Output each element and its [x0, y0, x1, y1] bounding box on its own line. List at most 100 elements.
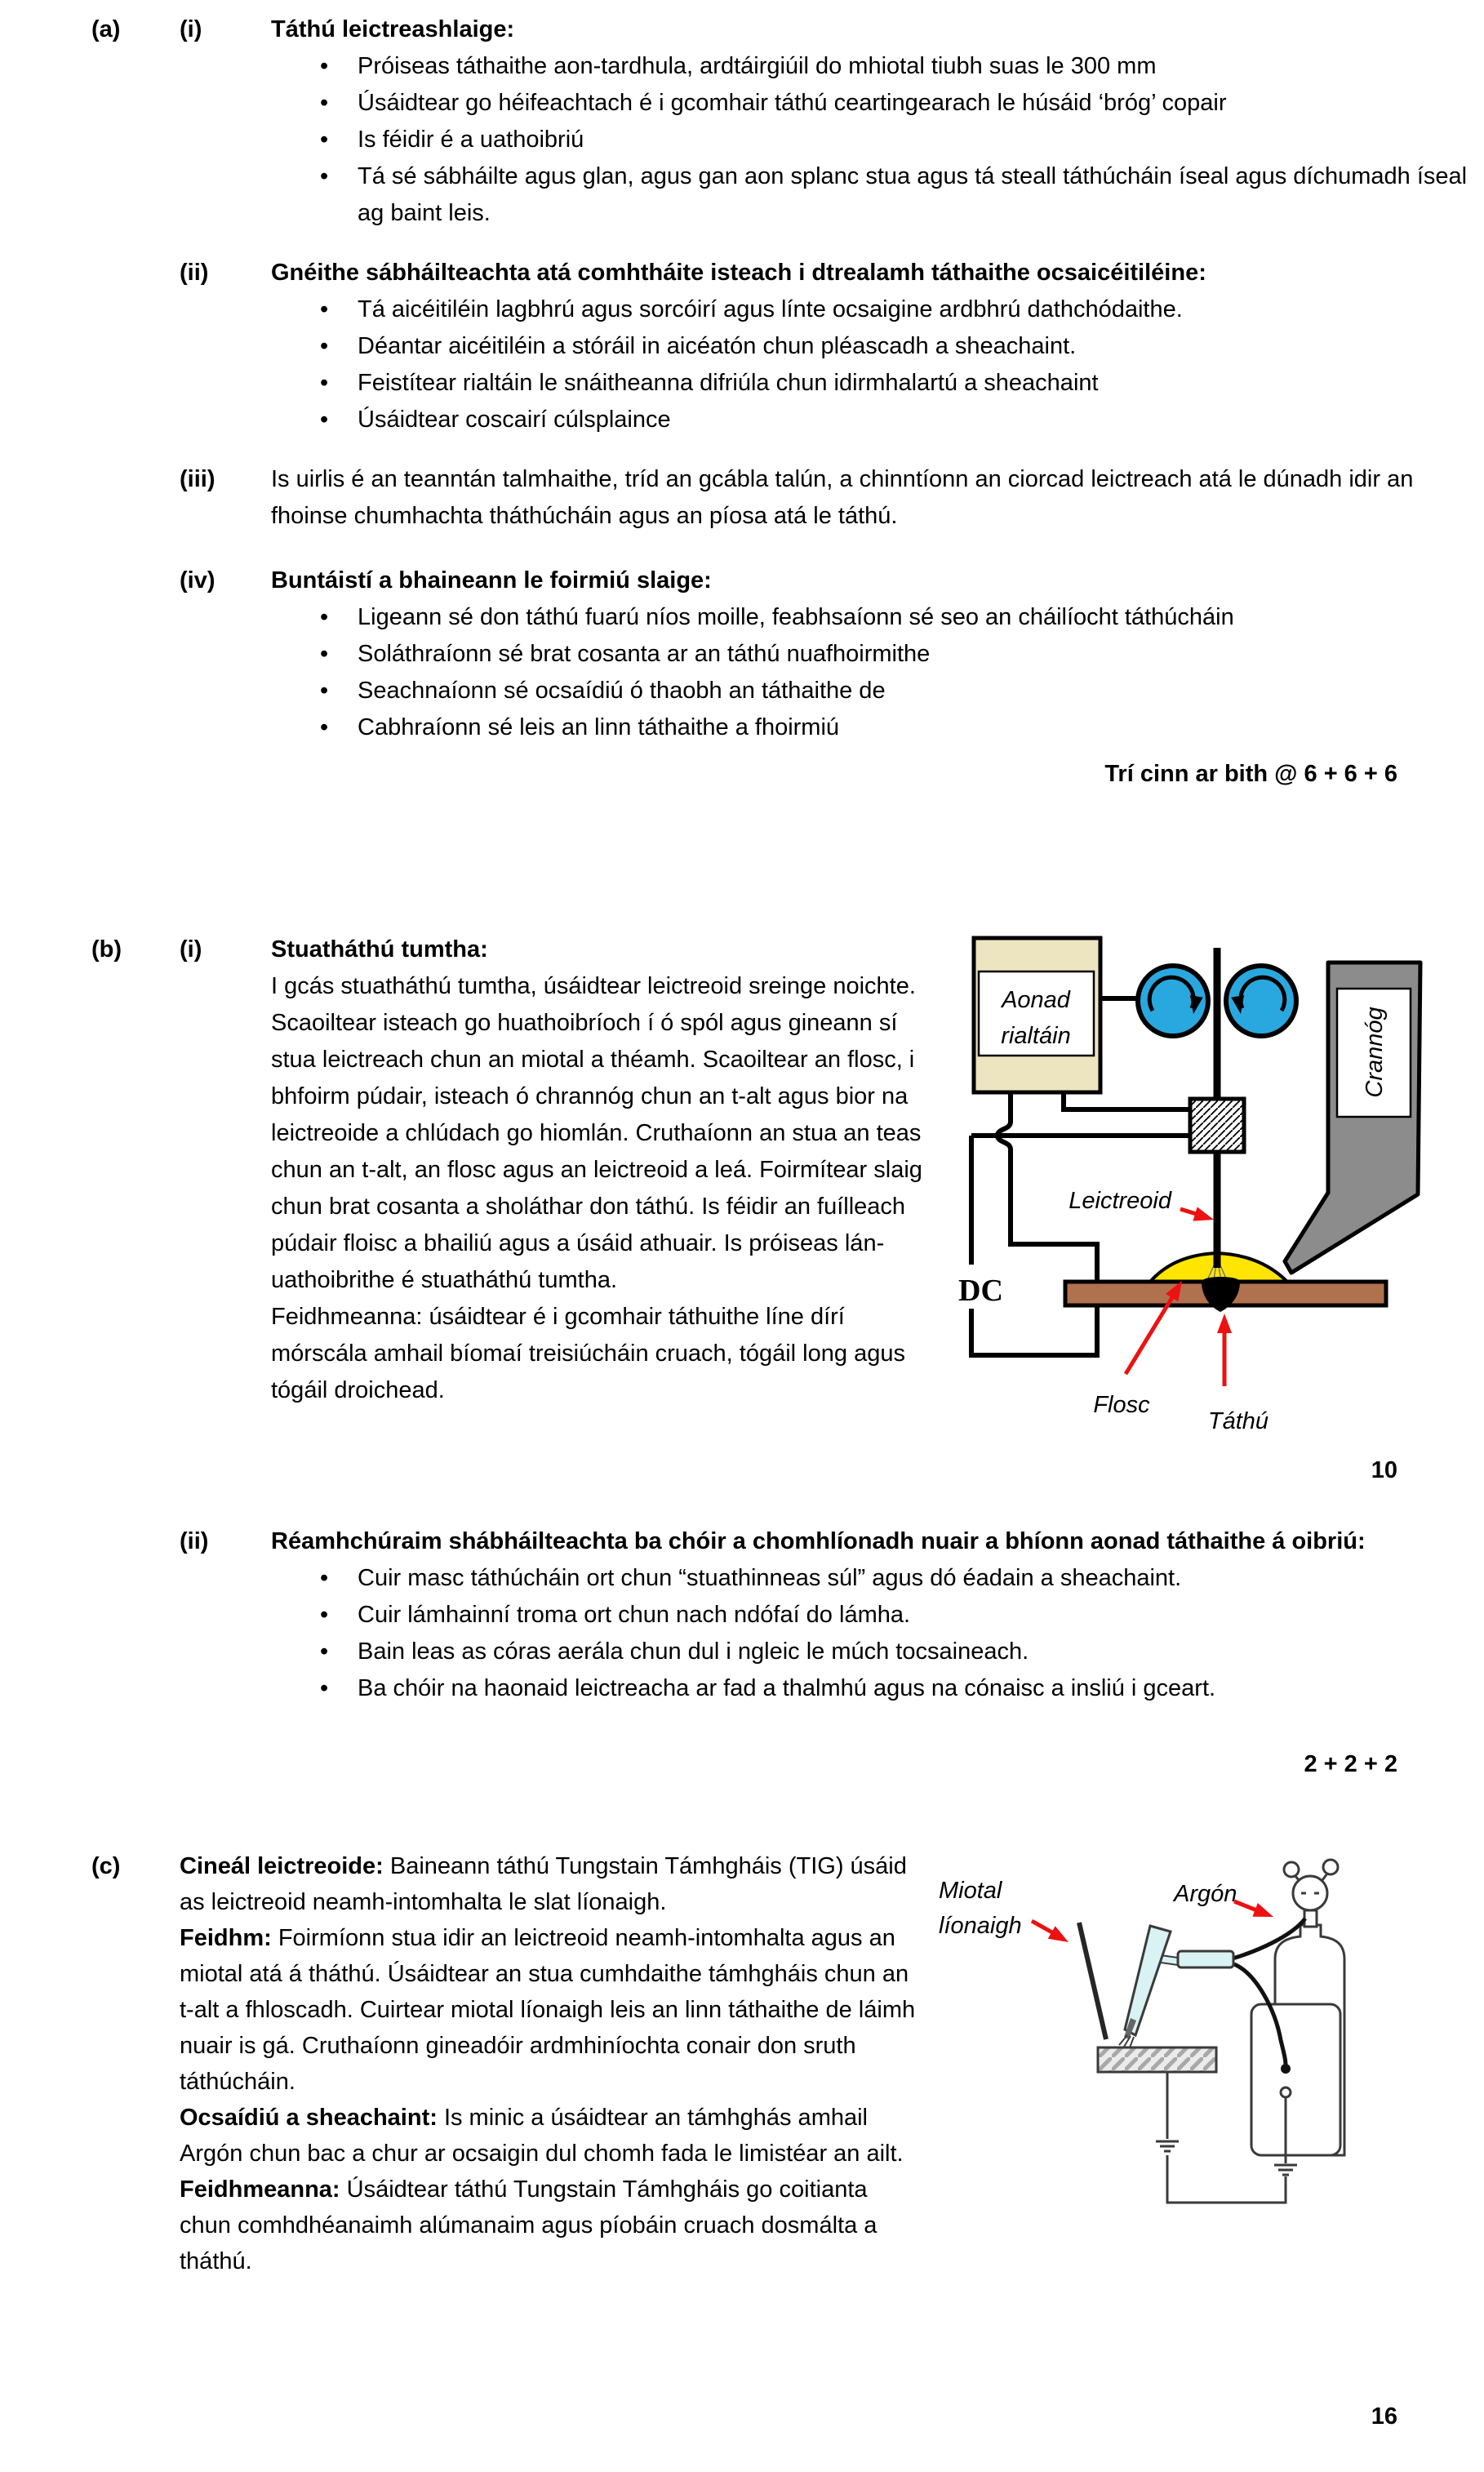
item-label-c: (c) — [91, 1853, 121, 1879]
section-a-ii: (ii) Gnéithe sábháilteachta atá comhthái… — [0, 255, 1484, 438]
list-item: Cuir masc táthúcháin ort chun “stuathinn… — [271, 1560, 1484, 1597]
heading-b-i: Stuatháthú tumtha: — [271, 936, 488, 963]
section-a-iii: (iii) Is uirlis é an teanntán talmhaithe… — [0, 461, 1484, 535]
marks-section-b-ii: 2 + 2 + 2 — [1304, 1751, 1398, 1777]
lead-oxidation: Ocsaídiú a sheachaint: — [180, 2105, 438, 2131]
section-c: (c) — [0, 1848, 1484, 2330]
list-item: Seachnaíonn sé ocsaídiú ó thaobh an táth… — [271, 673, 1484, 709]
paragraph-a-iii: Is uirlis é an teanntán talmhaithe, tríd… — [271, 466, 1414, 529]
heading-a-ii: Gnéithe sábháilteachta atá comhtháite is… — [271, 260, 1206, 286]
list-item: Tá aicéitiléin lagbhrú agus sorcóirí agu… — [271, 291, 1484, 328]
panel-terminal — [1279, 2086, 1292, 2099]
bullet-text: Seachnaíonn sé ocsaídiú ó thaobh an táth… — [358, 678, 886, 704]
bullet-text: Cabhraíonn sé leis an linn táthaithe a f… — [358, 714, 840, 740]
label-electrode: Leictreoid — [1069, 1188, 1172, 1214]
subitem-label-b-i: (i) — [180, 936, 202, 963]
subitem-label-iii: (iii) — [180, 466, 215, 492]
marks-section-a: Trí cinn ar bith @ 6 + 6 + 6 — [1104, 761, 1397, 787]
bullet-list: Ligeann sé don táthú fuarú níos moille, … — [271, 599, 1484, 746]
dc-circuit — [969, 996, 1192, 1358]
hopper-label-box — [1335, 987, 1412, 1118]
lead-function: Feidhm: — [180, 1925, 272, 1951]
list-item: Próiseas táthaithe aon-tardhula, ardtáir… — [271, 48, 1484, 85]
subitem-label-i: (i) — [180, 16, 202, 42]
label-filler-metal-line1: Miotal — [939, 1878, 1003, 1904]
list-item: Úsáidtear coscairí cúlsplaince — [271, 402, 1484, 438]
bullet-text: Soláthraíonn sé brat cosanta ar an táthú… — [358, 641, 931, 667]
list-item: Bain leas as córas aerála chun dul i ngl… — [271, 1634, 1484, 1670]
heading-a-iv: Buntáistí a bhaineann le foirmiú slaige: — [271, 567, 712, 594]
text-function: Foirmíonn stua idir an leictreoid neamh-… — [180, 1925, 916, 2095]
bullet-text: Feistítear rialtáin le snáitheanna difri… — [358, 370, 1099, 396]
list-item: Feistítear rialtáin le snáitheanna difri… — [271, 365, 1484, 402]
cable-end-dot — [1281, 2064, 1291, 2074]
torch — [1118, 1924, 1235, 2048]
item-label-a: (a) — [91, 16, 121, 42]
paragraph-c-function: Feidhm: Foirmíonn stua idir an leictreoi… — [180, 1920, 1484, 2100]
wire-feed-rollers — [1135, 963, 1299, 1038]
flux-arrow — [1123, 1281, 1182, 1376]
list-item: Ba chóir na haonaid leictreacha ar fad a… — [271, 1670, 1484, 1707]
weld-bead — [1202, 1277, 1240, 1312]
subitem-label-ii: (ii) — [180, 260, 209, 286]
label-weld: Táthú — [1208, 1408, 1269, 1434]
power-panel — [1250, 2003, 1342, 2157]
marks-section-b-i: 10 — [1371, 1457, 1397, 1483]
bullet-text: Is féidir é a uathoibriú — [358, 127, 584, 153]
bullet-text: Úsáidtear go héifeachtach é i gcomhair t… — [358, 90, 1227, 116]
paragraph-b-i-functions: Feidhmeanna: úsáidtear é i gcomhair táth… — [271, 1304, 905, 1403]
bullet-text: Úsáidtear coscairí cúlsplaince — [358, 407, 671, 433]
list-item: Tá sé sábháilte agus glan, agus gan aon … — [271, 158, 1484, 232]
bullet-text: Tá sé sábháilte agus glan, agus gan aon … — [358, 163, 1468, 226]
bullet-text: Déantar aicéitiléin a stóráil in aicéató… — [358, 333, 1077, 359]
label-control-unit-line1: Aonad — [1000, 987, 1071, 1013]
pressure-regulator — [1282, 1858, 1340, 1928]
section-a-iv: (iv) Buntáistí a bhaineann le foirmiú sl… — [0, 562, 1484, 746]
list-item: Is féidir é a uathoibriú — [271, 122, 1484, 158]
workpiece-plate — [1096, 2046, 1218, 2074]
control-unit-box: Aonad rialtáin — [971, 936, 1103, 1095]
bullet-text: Bain leas as córas aerála chun dul i ngl… — [358, 1638, 1029, 1665]
heading-b-ii: Réamhchúraim shábháilteachta ba chóir a … — [271, 1528, 1366, 1554]
text-oxidation: Is minic a úsáidtear an támhghás amhail … — [180, 2105, 904, 2167]
submerged-arc-svg: Crannóg — [958, 936, 1423, 1434]
list-item: Úsáidtear go héifeachtach é i gcomhair t… — [271, 85, 1484, 122]
label-control-unit-line2: rialtáin — [1001, 1023, 1070, 1049]
bullet-list: Cuir masc táthúcháin ort chun “stuathinn… — [271, 1560, 1484, 1707]
list-item: Ligeann sé don táthú fuarú níos moille, … — [271, 599, 1484, 636]
marks-total-section-c: 16 — [1371, 2403, 1397, 2430]
bullet-text: Ligeann sé don táthú fuarú níos moille, … — [358, 604, 1234, 630]
heading-a-i: Táthú leictreashlaige: — [271, 16, 515, 42]
list-item: Cabhraíonn sé leis an linn táthaithe a f… — [271, 709, 1484, 746]
bullet-text: Cuir lámhainní troma ort chun nach ndófa… — [358, 1602, 911, 1628]
text-applications: Úsáidtear táthú Tungstain Támhgháis go c… — [180, 2176, 878, 2274]
filler-metal-arrow — [1030, 1918, 1069, 1942]
paragraph-c-oxidation: Ocsaídiú a sheachaint: Is minic a úsáidt… — [180, 2100, 1484, 2172]
lead-electrode-type: Cineál leictreoide: — [180, 1853, 384, 1879]
lead-applications: Feidhmeanna: — [180, 2176, 340, 2203]
list-item: Cuir lámhainní troma ort chun nach ndófa… — [271, 1597, 1484, 1634]
paragraph-b-i: I gcás stuatháthú tumtha, úsáidtear leic… — [271, 973, 922, 1293]
diagram-tig-welding: Miotal líonaigh Argón — [929, 1848, 1484, 2330]
item-label-b: (b) — [91, 936, 122, 963]
text-electrode-type: Baineann táthú Tungstain Támhgháis (TIG)… — [180, 1853, 907, 1915]
gas-hose — [1232, 1917, 1307, 1961]
label-filler-metal-line2: líonaigh — [939, 1913, 1022, 1939]
paragraph-c-electrode-type: Cineál leictreoide: Baineann táthú Tungs… — [180, 1848, 1484, 1920]
list-item: Soláthraíonn sé brat cosanta ar an táthú… — [271, 636, 1484, 673]
bullet-list: Próiseas táthaithe aon-tardhula, ardtáir… — [271, 48, 1484, 232]
section-a: (a) (i) Táthú leictreashlaige: Próiseas … — [0, 11, 1484, 793]
argon-arrow — [1233, 1899, 1273, 1917]
earth-circuit — [1156, 2072, 1297, 2204]
subitem-label-iv: (iv) — [180, 567, 215, 594]
filler-rod — [1077, 1922, 1109, 2040]
label-flux: Flosc — [1093, 1392, 1150, 1418]
electrode-arrow — [1180, 1207, 1214, 1221]
bullet-text: Próiseas táthaithe aon-tardhula, ardtáir… — [358, 53, 1157, 79]
power-cable — [1233, 1962, 1288, 2066]
bullet-text: Tá aicéitiléin lagbhrú agus sorcóirí agu… — [358, 296, 1183, 322]
label-dc: DC — [958, 1274, 1003, 1308]
paragraph-c-applications: Feidhmeanna: Úsáidtear táthú Tungstain T… — [180, 2172, 1484, 2279]
subitem-label-b-ii: (ii) — [180, 1528, 209, 1554]
